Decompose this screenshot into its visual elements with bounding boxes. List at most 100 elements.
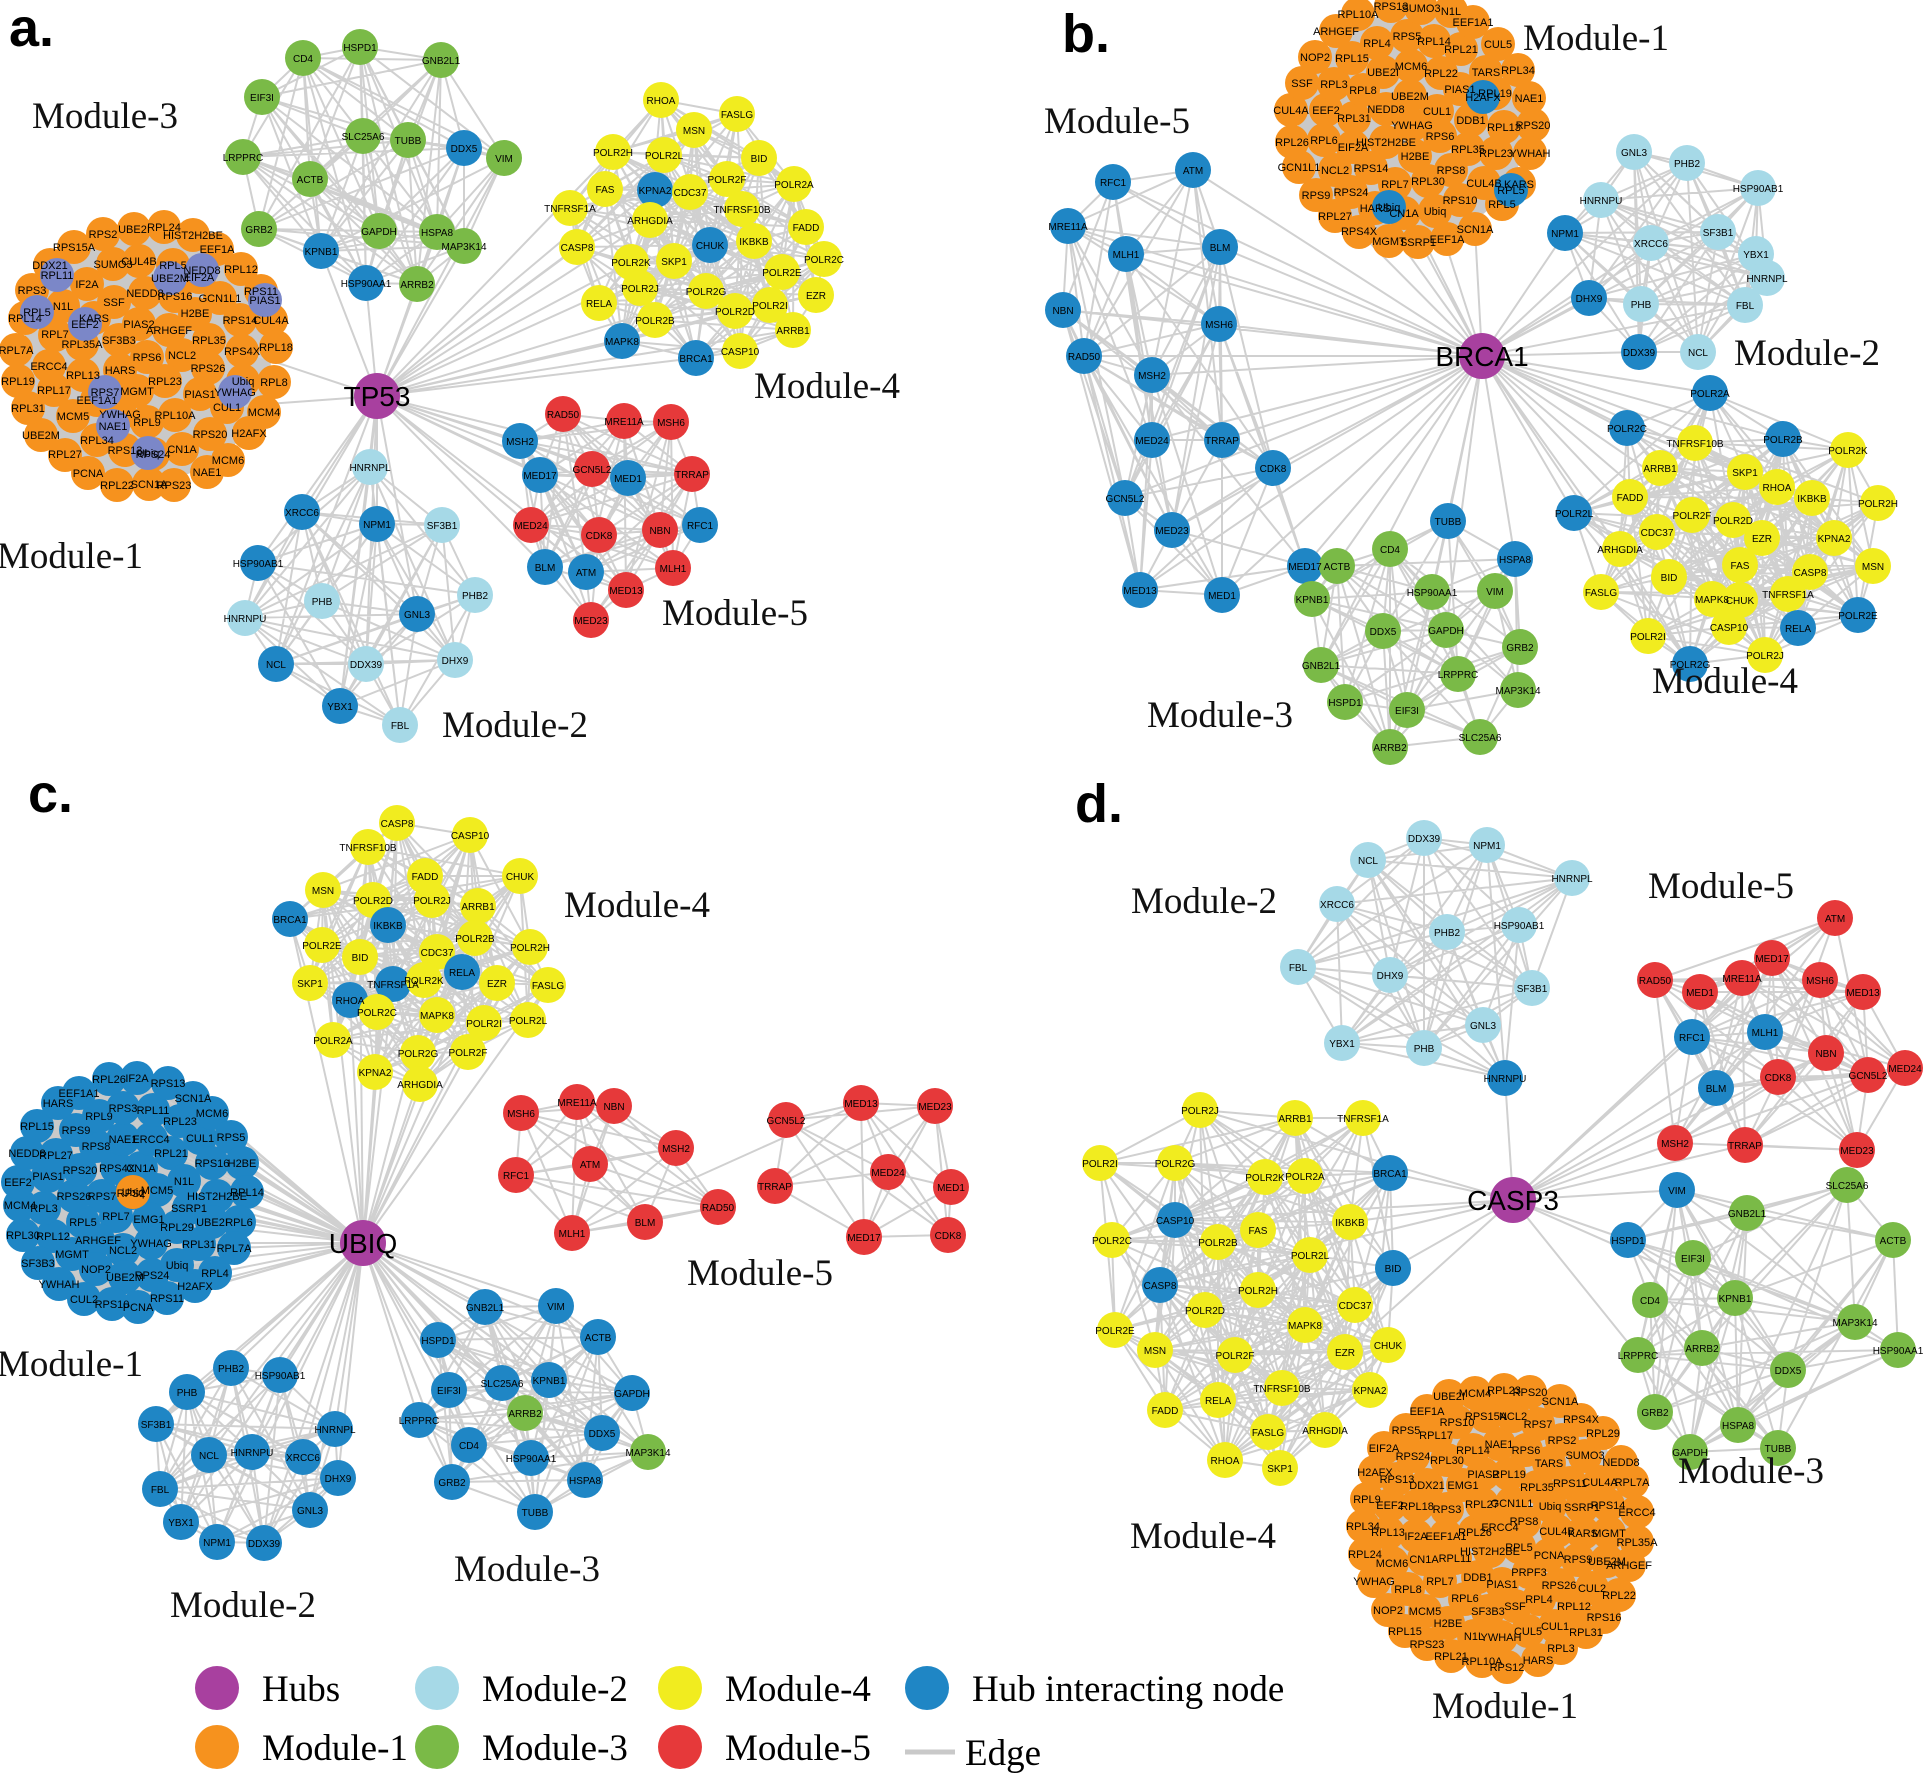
svg-text:SCN1A: SCN1A	[175, 1093, 212, 1105]
svg-text:RPS8: RPS8	[1437, 165, 1466, 177]
svg-text:RPS13: RPS13	[108, 445, 143, 457]
svg-text:NCL2: NCL2	[1321, 165, 1349, 177]
svg-text:CD4: CD4	[1640, 1296, 1660, 1307]
svg-text:NOP2: NOP2	[81, 1264, 111, 1276]
svg-text:RPL21: RPL21	[1444, 44, 1478, 56]
svg-text:GAPDH: GAPDH	[1672, 1448, 1708, 1459]
svg-text:UBE2M: UBE2M	[1588, 1556, 1626, 1568]
svg-text:EEF2: EEF2	[1312, 105, 1340, 117]
svg-text:EEF1A: EEF1A	[200, 244, 236, 256]
svg-text:SKP1: SKP1	[1732, 468, 1758, 479]
svg-text:ERCC4: ERCC4	[30, 361, 67, 373]
svg-text:MCM6: MCM6	[1395, 61, 1427, 73]
svg-text:SSF: SSF	[103, 297, 125, 309]
svg-text:MED17: MED17	[523, 471, 557, 482]
svg-text:RPS2: RPS2	[1548, 1435, 1577, 1447]
svg-text:EIF2A: EIF2A	[184, 272, 215, 284]
svg-text:ARHGEF: ARHGEF	[1606, 1560, 1652, 1572]
svg-text:YWHAG: YWHAG	[1391, 120, 1433, 132]
svg-text:RPS26: RPS26	[57, 1191, 92, 1203]
svg-text:MSH6: MSH6	[507, 1109, 535, 1120]
svg-text:HNRNPL: HNRNPL	[1746, 274, 1788, 285]
svg-text:MCM6: MCM6	[196, 1108, 228, 1120]
svg-text:NBN: NBN	[649, 526, 670, 537]
svg-text:RPS13: RPS13	[1374, 1, 1409, 13]
svg-text:H2AFX: H2AFX	[231, 428, 267, 440]
svg-text:POLR2J: POLR2J	[1746, 651, 1784, 662]
svg-text:MCM5: MCM5	[57, 411, 89, 423]
svg-text:RPL35A: RPL35A	[62, 339, 104, 351]
svg-text:TUBB: TUBB	[1435, 517, 1462, 528]
svg-text:LRPPRC: LRPPRC	[1438, 670, 1479, 681]
svg-text:RPS3: RPS3	[18, 285, 47, 297]
svg-text:RPL34: RPL34	[1346, 1521, 1380, 1533]
svg-text:DDX39: DDX39	[1408, 834, 1441, 845]
svg-text:TNFRSF1A: TNFRSF1A	[1762, 590, 1814, 601]
svg-text:Module-2: Module-2	[482, 1669, 628, 1710]
svg-text:IKBKB: IKBKB	[1335, 1218, 1365, 1229]
svg-text:PIAS1: PIAS1	[1444, 84, 1475, 96]
svg-text:FADD: FADD	[1152, 1406, 1179, 1417]
svg-text:EEF1A1: EEF1A1	[1426, 1531, 1467, 1543]
svg-text:HNRNPU: HNRNPU	[231, 1448, 274, 1459]
svg-text:POLR2C: POLR2C	[1092, 1236, 1132, 1247]
svg-text:RPL31: RPL31	[1569, 1627, 1603, 1639]
svg-text:RPS26: RPS26	[1542, 1580, 1577, 1592]
svg-text:ATM: ATM	[580, 1160, 600, 1171]
svg-text:MED24: MED24	[1888, 1064, 1922, 1075]
svg-text:POLR2C: POLR2C	[804, 255, 844, 266]
svg-text:POLR2I: POLR2I	[466, 1019, 502, 1030]
svg-text:HNRNPU: HNRNPU	[1484, 1074, 1527, 1085]
svg-text:POLR2E: POLR2E	[1838, 611, 1878, 622]
svg-text:TRRAP: TRRAP	[1728, 1141, 1762, 1152]
svg-text:SCN1A: SCN1A	[1457, 224, 1494, 236]
svg-text:DHX9: DHX9	[1377, 971, 1404, 982]
svg-text:PHB: PHB	[1631, 300, 1652, 311]
svg-text:FADD: FADD	[1617, 493, 1644, 504]
svg-text:ARRB2: ARRB2	[1685, 1344, 1719, 1355]
svg-text:NCL: NCL	[266, 660, 286, 671]
svg-text:MRE11A: MRE11A	[604, 417, 644, 428]
svg-text:RPS4X: RPS4X	[1563, 1414, 1600, 1426]
svg-text:Module-5: Module-5	[687, 1253, 833, 1294]
svg-text:TNFRSF10B: TNFRSF10B	[713, 205, 771, 216]
svg-text:SSF: SSF	[1504, 1601, 1526, 1613]
svg-text:PIAS1: PIAS1	[1486, 1579, 1517, 1591]
svg-text:RPL18: RPL18	[1400, 1501, 1434, 1513]
svg-text:RPS4X: RPS4X	[1341, 226, 1378, 238]
svg-text:GNL3: GNL3	[404, 610, 431, 621]
svg-text:POLR2J: POLR2J	[1181, 1106, 1219, 1117]
svg-text:NOP2: NOP2	[1300, 52, 1330, 64]
svg-text:MSH2: MSH2	[506, 437, 534, 448]
svg-text:EIF3I: EIF3I	[250, 93, 274, 104]
svg-text:MCM6: MCM6	[212, 455, 244, 467]
svg-text:KPNA2: KPNA2	[1354, 1386, 1387, 1397]
svg-text:RPL35: RPL35	[1520, 1482, 1554, 1494]
svg-text:POLR2H: POLR2H	[1858, 499, 1898, 510]
svg-text:CUL4A: CUL4A	[1273, 105, 1309, 117]
svg-text:GAPDH: GAPDH	[1428, 626, 1464, 637]
svg-text:RPS15A: RPS15A	[1465, 1411, 1508, 1423]
svg-text:RPS4X: RPS4X	[99, 1163, 136, 1175]
svg-text:CASP10: CASP10	[721, 347, 760, 358]
svg-text:RPS5: RPS5	[217, 1132, 246, 1144]
svg-text:HSP90AB1: HSP90AB1	[1733, 184, 1784, 195]
svg-text:VIM: VIM	[495, 154, 513, 165]
svg-text:EEF1A: EEF1A	[1410, 1406, 1446, 1418]
svg-text:Hubs: Hubs	[262, 1669, 340, 1710]
svg-text:MCM4: MCM4	[1459, 1388, 1491, 1400]
svg-text:CUL4A: CUL4A	[1582, 1477, 1618, 1489]
svg-text:RPS9: RPS9	[1302, 190, 1331, 202]
svg-text:XRCC6: XRCC6	[285, 508, 319, 519]
svg-text:TNFRSF1A: TNFRSF1A	[367, 980, 419, 991]
svg-text:RPL13: RPL13	[1371, 1527, 1405, 1539]
svg-text:MLH1: MLH1	[1113, 250, 1140, 261]
svg-text:SSRP1: SSRP1	[1400, 237, 1436, 249]
svg-text:MSH6: MSH6	[1806, 976, 1834, 987]
svg-text:YWHAG: YWHAG	[214, 387, 256, 399]
svg-text:HIST2H2BE: HIST2H2BE	[187, 1191, 247, 1203]
svg-text:Module-3: Module-3	[32, 96, 178, 137]
svg-text:RPL7: RPL7	[1381, 179, 1409, 191]
svg-text:RPL6: RPL6	[1310, 135, 1338, 147]
svg-text:RPL34: RPL34	[1501, 65, 1535, 77]
